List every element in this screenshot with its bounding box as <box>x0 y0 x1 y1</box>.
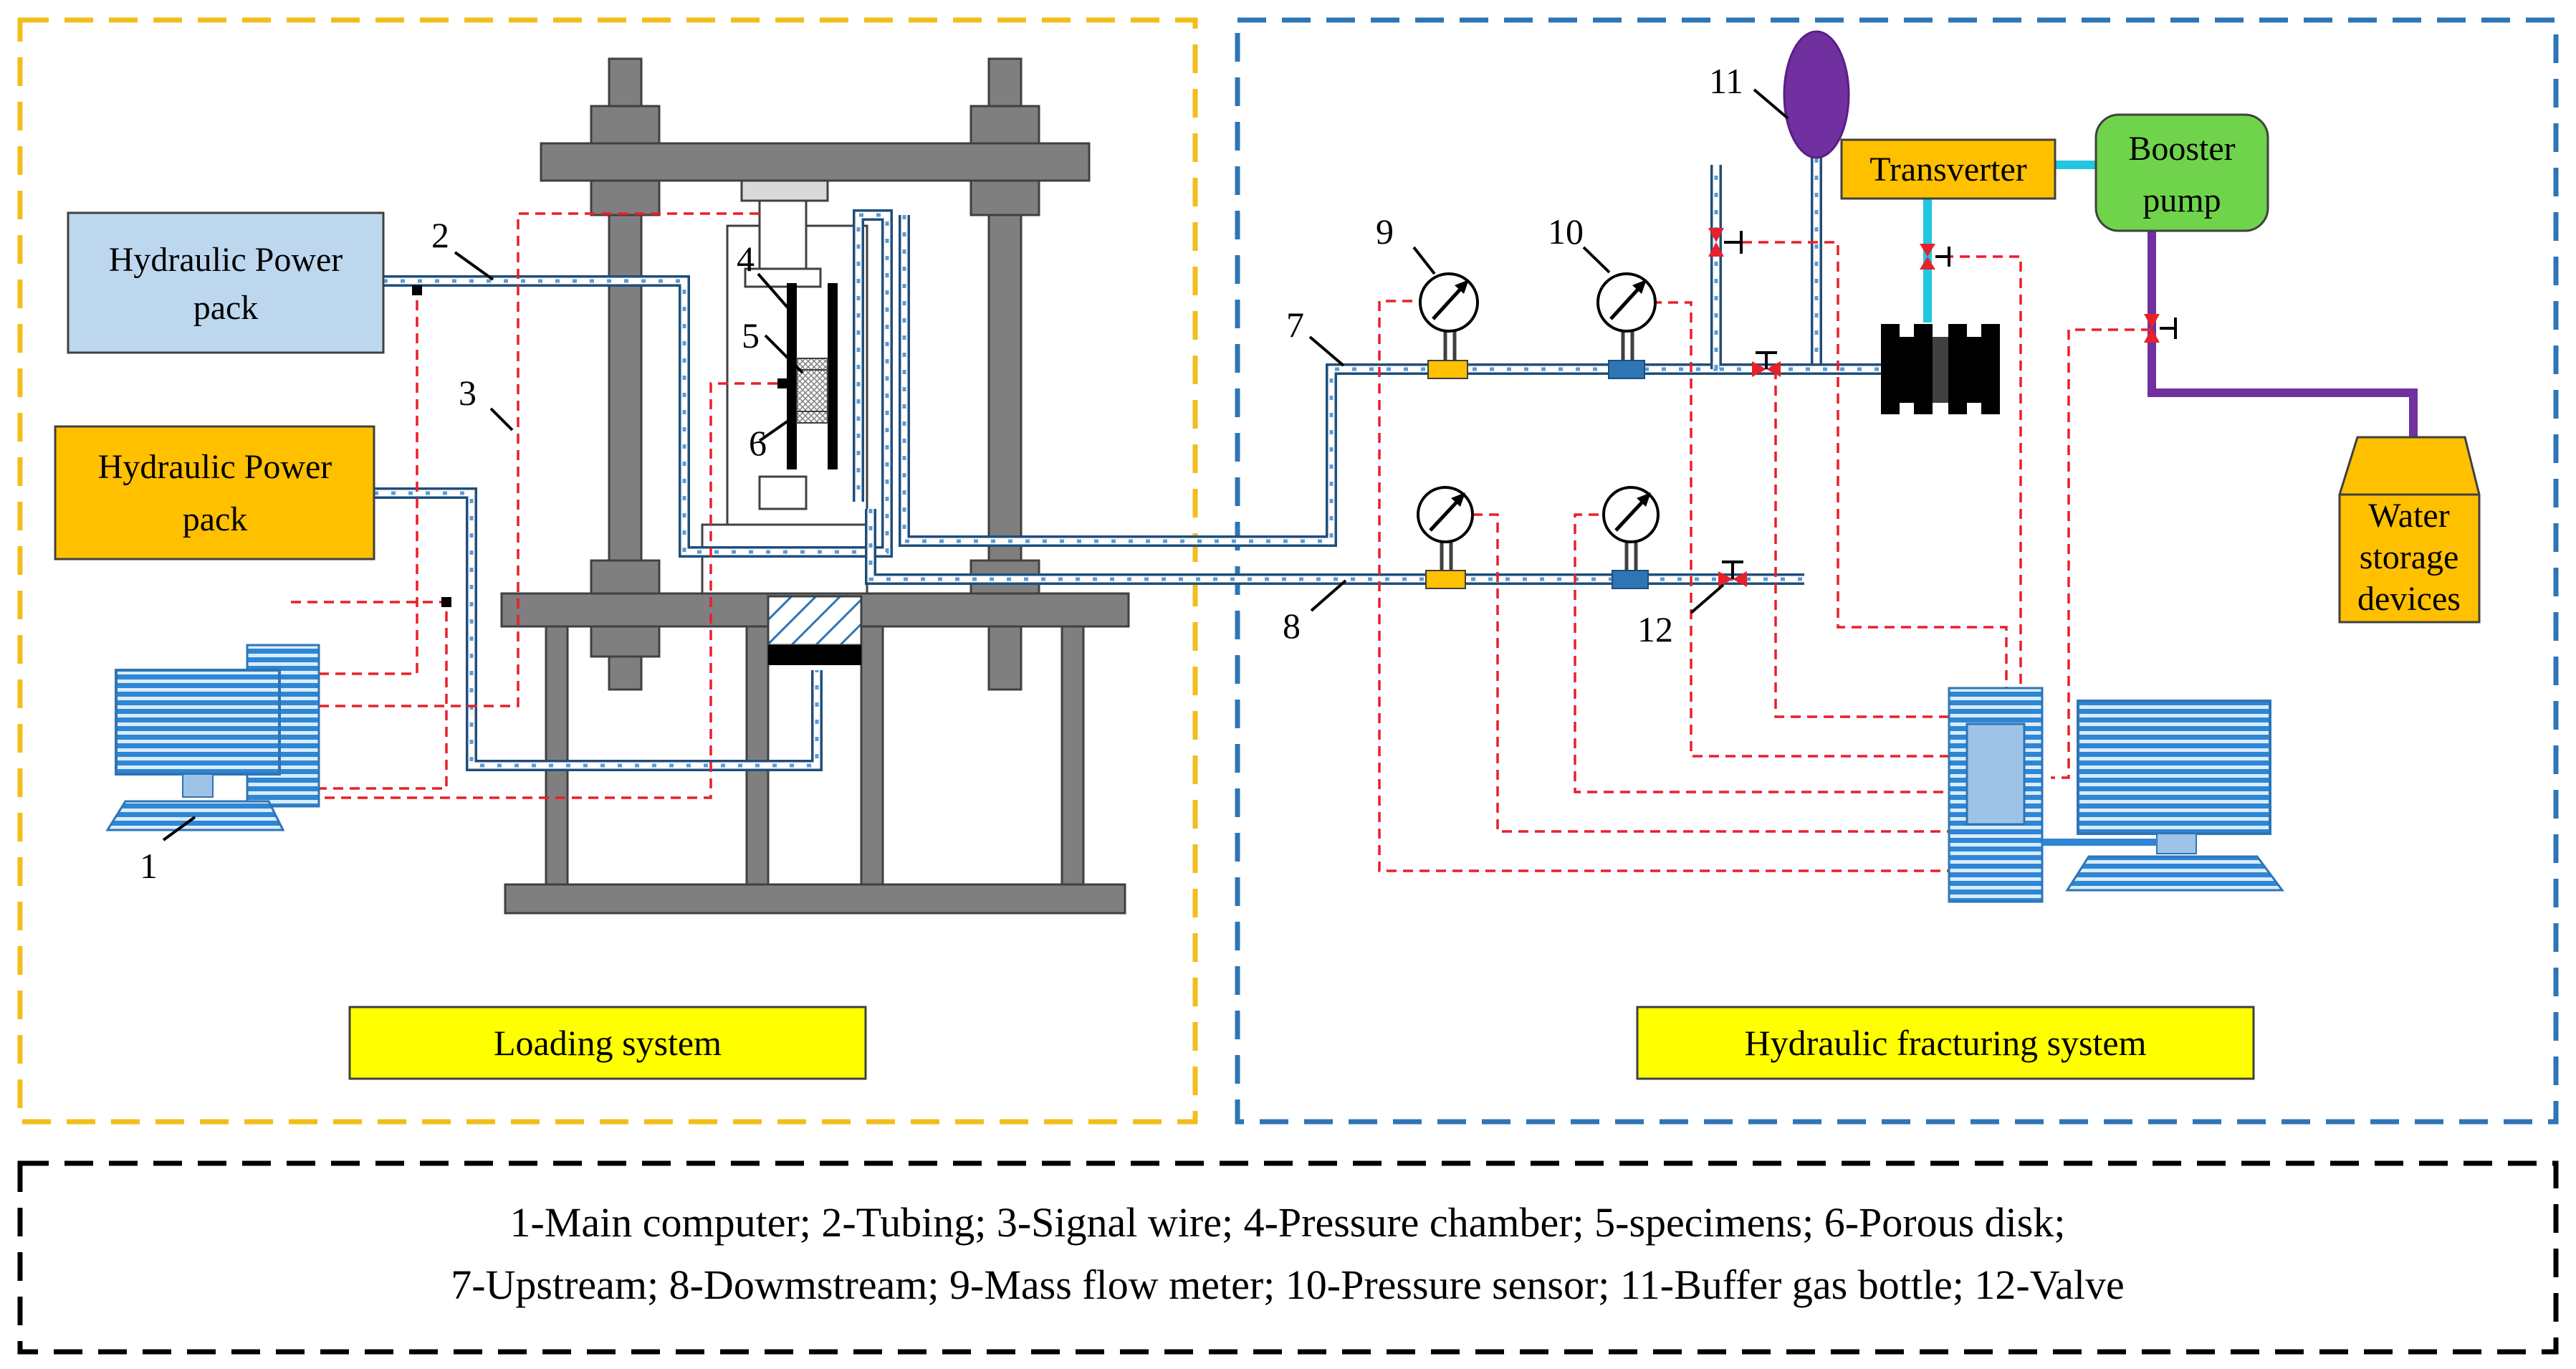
transverter-label: Transverter <box>1869 151 2027 189</box>
water-storage-devices: Water storage devices <box>2338 436 2481 624</box>
frame-nut <box>969 105 1040 145</box>
computer-monitor <box>115 669 281 776</box>
piston-top <box>758 199 808 270</box>
daq-stand <box>2156 833 2197 854</box>
loading-system-border <box>17 17 1198 1125</box>
label-12: 12 <box>1637 609 1673 649</box>
frame-leg <box>545 625 569 886</box>
water-label-line1: Water <box>2368 497 2449 535</box>
hpp1-label-line2: pack <box>193 289 259 327</box>
number-labels: 1 2 3 4 5 6 7 8 9 10 11 12 <box>140 61 1743 886</box>
loading-head <box>740 179 829 202</box>
main-computer <box>105 644 320 831</box>
frame-top-beam <box>540 142 1091 182</box>
label-7: 7 <box>1286 305 1304 345</box>
chamber-sleeve-left <box>787 283 797 469</box>
number-callouts <box>162 88 1789 841</box>
label-11: 11 <box>1709 61 1743 101</box>
pump-cylinder <box>1881 324 2000 414</box>
buffer-gas-bottle <box>1783 30 1850 159</box>
water-label-line2: storage <box>2360 538 2459 576</box>
pressure-sensor-upstream <box>1596 272 1657 379</box>
frame-nut <box>590 625 661 658</box>
frame-leg <box>860 625 884 886</box>
frame-leg <box>745 625 770 886</box>
legend-line-2: 7-Upstream; 8-Dowmstream; 9-Mass flow me… <box>451 1261 2125 1308</box>
frame-nut <box>969 179 1040 216</box>
tubing-loading <box>374 209 1804 771</box>
hydraulic-power-pack-1: Hydraulic Power pack <box>67 211 385 354</box>
label-3: 3 <box>459 373 477 413</box>
piston-bottom <box>758 475 808 510</box>
computer-stand <box>182 773 214 798</box>
cylinder-block <box>768 645 861 665</box>
water-label-line3: devices <box>2357 580 2461 618</box>
label-1: 1 <box>140 846 158 886</box>
valve-upstream-main <box>1752 351 1781 377</box>
daq-tower-panel <box>1965 722 2026 826</box>
legend-border <box>17 1160 2559 1355</box>
valve-booster <box>2144 314 2177 343</box>
valves <box>1708 228 2177 587</box>
computer-keyboard <box>105 800 285 831</box>
hpp1-label-line1: Hydraulic Power <box>109 241 343 279</box>
fracturing-system-label: Hydraulic fracturing system <box>1745 1023 2147 1063</box>
booster-pump: Booster pump <box>2094 113 2269 232</box>
hpp2-label-line2: pack <box>183 500 248 538</box>
frame-leg <box>1060 625 1085 886</box>
booster-label-line2: pump <box>2142 181 2221 219</box>
frame-nut <box>590 559 661 595</box>
label-5: 5 <box>742 315 760 356</box>
frame-nut <box>590 179 661 216</box>
chamber-sleeve-right <box>828 283 838 469</box>
frame-base <box>504 883 1126 915</box>
valve-upstream-branch <box>1708 228 1743 257</box>
label-10: 10 <box>1548 211 1584 252</box>
junction-markers <box>412 285 787 607</box>
valve-downstream <box>1718 561 1747 587</box>
daq-keyboard <box>2065 855 2284 892</box>
tubing-upstream-branches <box>1710 154 1881 375</box>
chamber-base <box>701 523 868 595</box>
frame-nut <box>590 105 661 145</box>
label-9: 9 <box>1376 211 1394 252</box>
fracturing-system-title: Hydraulic fracturing system <box>1636 1006 2255 1080</box>
hydraulic-power-pack-2: Hydraulic Power pack <box>54 425 375 561</box>
valve-transverter <box>1920 244 1950 269</box>
hydraulic-cylinder <box>767 595 863 647</box>
mass-flow-meter-upstream <box>1419 272 1479 379</box>
data-acquisition-computer <box>1948 687 2284 903</box>
legend-line-1: 1-Main computer; 2-Tubing; 3-Signal wire… <box>510 1199 2066 1246</box>
hpp2-label-line1: Hydraulic Power <box>98 448 332 486</box>
label-4: 4 <box>737 239 755 279</box>
label-8: 8 <box>1283 606 1301 646</box>
porous-disk-top <box>796 358 828 371</box>
daq-monitor <box>2077 700 2271 835</box>
porous-disk-bottom <box>796 411 828 424</box>
booster-label-line1: Booster <box>2128 130 2235 168</box>
specimen <box>796 369 828 412</box>
loading-system-label: Loading system <box>494 1023 722 1063</box>
fracturing-system-border <box>1235 17 2559 1125</box>
pressure-sensor-downstream <box>1602 486 1660 589</box>
piston-top-cap <box>744 267 822 288</box>
pressure-chamber-assembly <box>701 179 868 665</box>
mass-flow-meter-downstream <box>1417 486 1474 589</box>
transverter: Transverter <box>1840 138 2057 200</box>
label-6: 6 <box>749 423 767 463</box>
label-2: 2 <box>431 215 449 255</box>
loading-system-title: Loading system <box>348 1006 867 1080</box>
